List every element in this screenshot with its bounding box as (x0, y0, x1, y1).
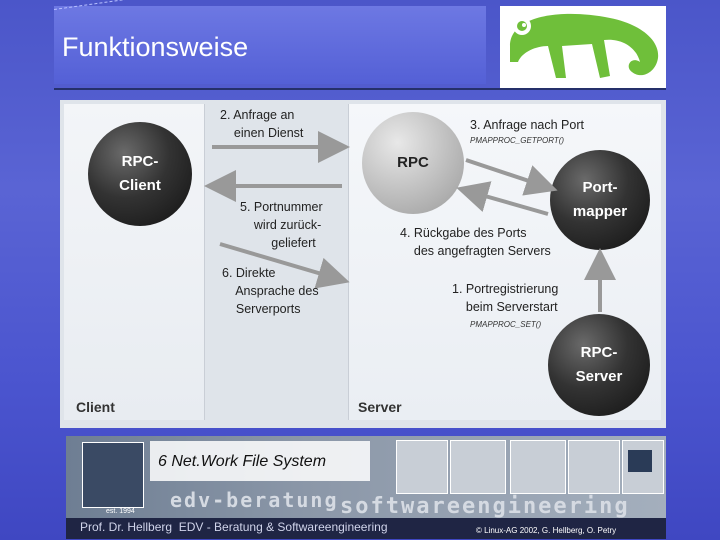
step2-label: 2. Anfrage an einen Dienst (220, 106, 303, 142)
step3-function: PMAPPROC_GETPORT() (470, 136, 564, 146)
photo-3 (510, 440, 566, 494)
step1-function: PMAPPROC_SET() (470, 320, 541, 330)
footer-left-text: Prof. Dr. Hellberg EDV - Beratung & Soft… (80, 520, 388, 534)
photo-2 (450, 440, 506, 494)
client-panel-label: Client (76, 398, 115, 416)
photo-1 (396, 440, 448, 494)
footer-copyright: © Linux-AG 2002, G. Hellberg, O. Petry (476, 526, 616, 535)
step5-label: 5. Portnummer wird zurück- geliefert (240, 198, 323, 252)
monitor-icon (628, 450, 652, 472)
step1-label: 1. Portregistrierung beim Serverstart (452, 280, 558, 316)
photo-4 (568, 440, 620, 494)
step6-label: 6. Direkte Ansprache des Serverports (222, 264, 319, 318)
step3-label: 3. Anfrage nach Port (470, 116, 584, 134)
est-label: est. 1994 (106, 508, 135, 515)
arrow-step3 (466, 160, 550, 188)
step4-label: 4. Rückgabe des Ports des angefragten Se… (400, 224, 551, 260)
arrow-step4 (464, 190, 548, 214)
banner-word-software: softwareengineering (340, 494, 630, 519)
banner-logo-icon (82, 442, 144, 508)
chapter-label: 6 Net.Work File System (150, 441, 370, 481)
banner-word-edv: edv-beratung (170, 488, 339, 512)
server-panel-label: Server (358, 398, 402, 416)
